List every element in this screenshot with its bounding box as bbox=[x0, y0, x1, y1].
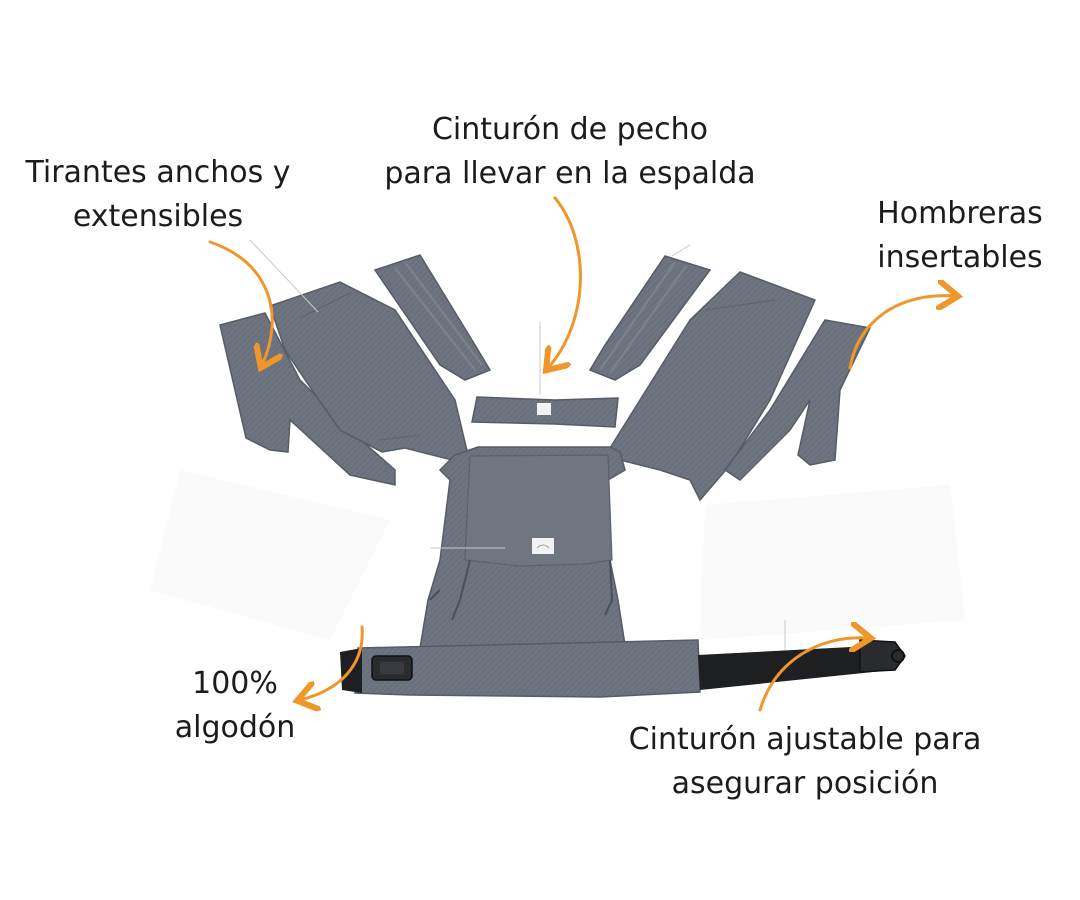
callout-chest-belt: Cinturón de pecho para llevar en la espa… bbox=[360, 108, 780, 196]
callout-cotton-line2: algodón bbox=[174, 710, 296, 745]
left-shoulder-strap bbox=[269, 281, 469, 461]
callout-straps: Tirantes anchos y extensibles bbox=[8, 151, 308, 239]
callout-straps-line2: extensibles bbox=[72, 199, 244, 234]
logo-tag-icon bbox=[537, 403, 551, 415]
buckle-icon bbox=[371, 655, 413, 681]
waist-belt bbox=[354, 639, 701, 698]
callout-waist-belt: Cinturón ajustable para asegurar posició… bbox=[600, 718, 1010, 806]
curved-arrow-icon bbox=[208, 240, 272, 365]
curved-arrow-icon bbox=[758, 638, 868, 712]
callout-shoulder-pads: Hombreras insertables bbox=[850, 192, 1070, 280]
callout-straps-line1: Tirantes anchos y bbox=[25, 155, 291, 190]
right-tie-strap bbox=[723, 319, 872, 481]
left-shoulder-pad bbox=[373, 254, 492, 381]
right-webbing bbox=[698, 645, 892, 690]
callout-chest-line2: para llevar en la espalda bbox=[384, 156, 756, 191]
annotation-arrows bbox=[208, 196, 955, 712]
logo-tag-icon bbox=[532, 538, 554, 554]
buckle-icon bbox=[859, 639, 906, 673]
background-shadows bbox=[150, 470, 965, 640]
callout-belt-line2: asegurar posición bbox=[671, 766, 939, 801]
curved-arrow-icon bbox=[548, 196, 582, 368]
curved-arrow-icon bbox=[848, 296, 955, 370]
curved-arrow-icon bbox=[300, 625, 364, 700]
callout-cotton: 100% algodón bbox=[150, 662, 320, 750]
callout-belt-line1: Cinturón ajustable para bbox=[628, 722, 982, 757]
leader-lines bbox=[249, 239, 786, 650]
callout-pads-line2: insertables bbox=[877, 240, 1043, 275]
carrier-hood-flap bbox=[464, 454, 613, 567]
callout-chest-line1: Cinturón de pecho bbox=[431, 112, 709, 147]
callout-pads-line1: Hombreras bbox=[877, 196, 1043, 231]
callout-cotton-line1: 100% bbox=[192, 666, 278, 701]
right-shoulder-strap bbox=[609, 271, 817, 502]
